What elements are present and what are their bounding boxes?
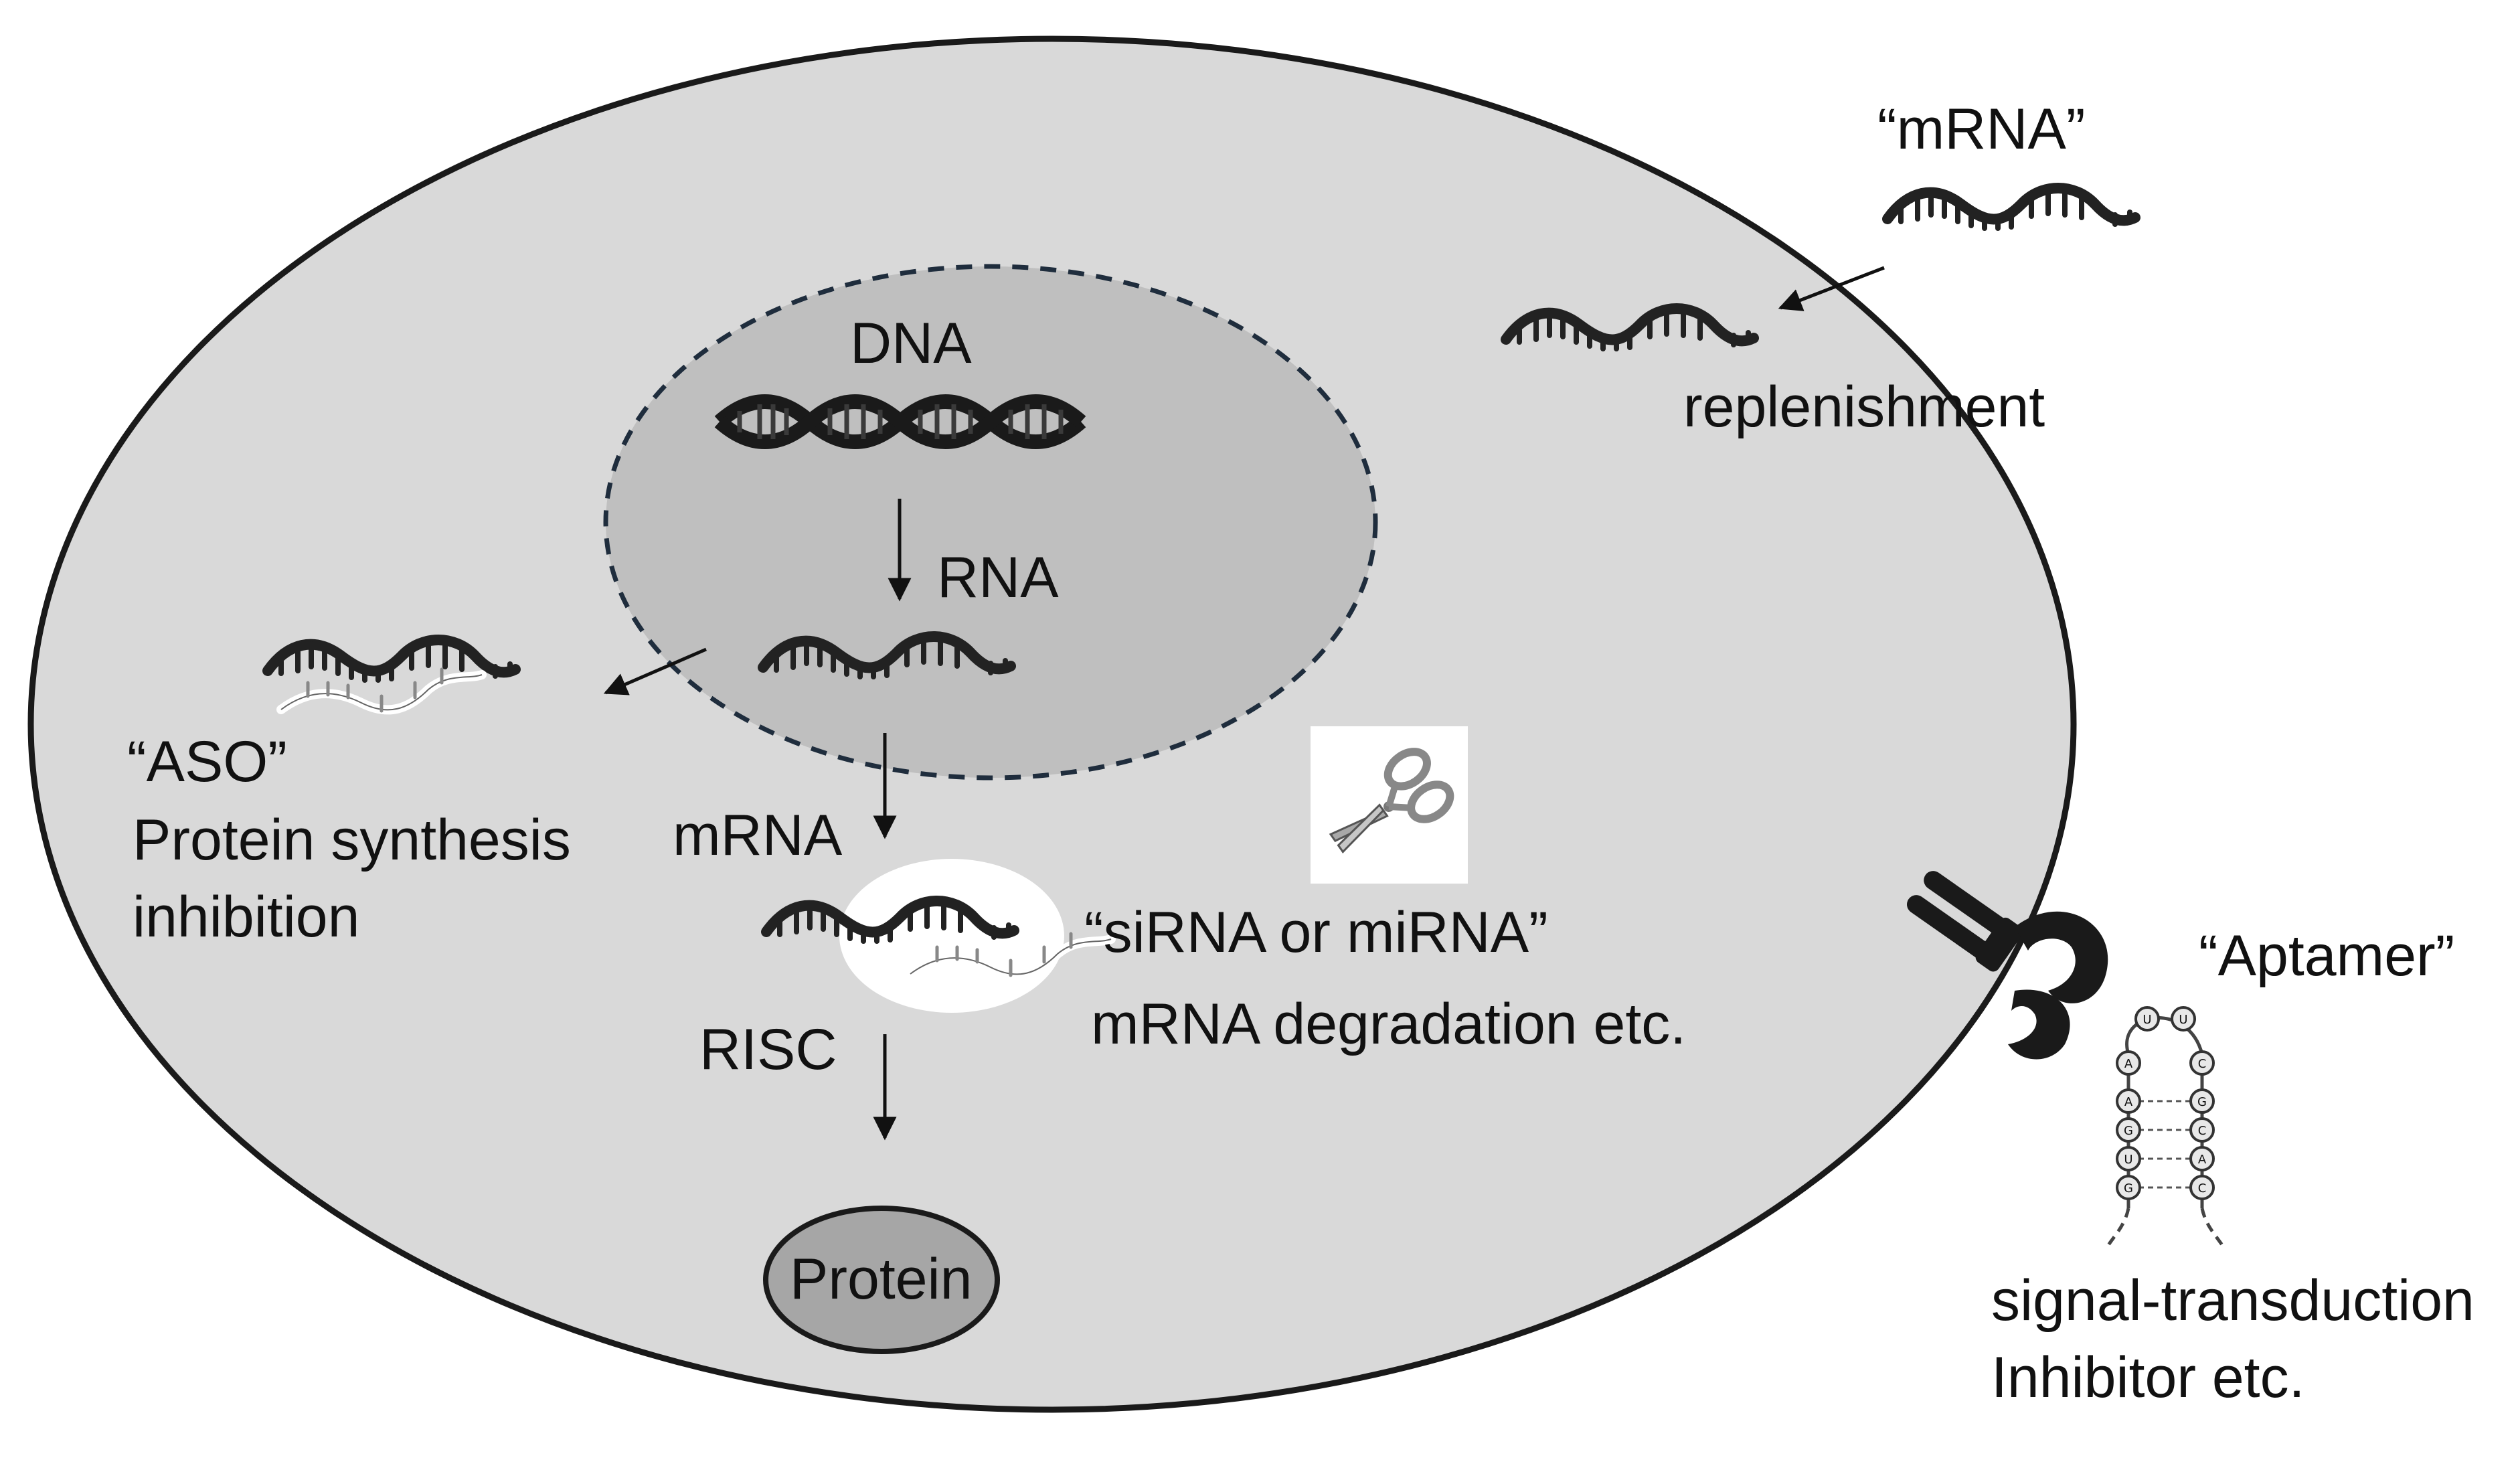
protein-node <box>763 1206 1000 1354</box>
aptamer-base-label: U <box>2179 1013 2187 1027</box>
aptamer-base-label: C <box>2198 1057 2207 1071</box>
aptamer-base-circle <box>2116 1146 2141 1171</box>
aptamer-base-label: A <box>2124 1057 2133 1071</box>
receptor-icon <box>1907 871 2108 1060</box>
nucleus <box>603 264 1378 781</box>
arrow-replenishment <box>1778 266 1885 311</box>
aptamer-description-line-2: Inhibitor etc. <box>1991 1345 2305 1410</box>
aptamer-base-label: C <box>2198 1124 2207 1138</box>
mrna-label: mRNA <box>673 803 843 868</box>
aptamer-base-circle <box>2189 1175 2215 1200</box>
aptamer-base-circle <box>2171 1006 2196 1032</box>
aptamer-base-label: U <box>2124 1153 2132 1167</box>
external-mrna-icon <box>1887 187 2135 228</box>
aptamer-base-circle <box>2116 1175 2141 1200</box>
aptamer-title: “Aptamer” <box>2199 924 2455 988</box>
aptamer-base-circle <box>2116 1117 2141 1143</box>
aptamer-base-circle <box>2189 1117 2215 1143</box>
arrow-rna-to-aso <box>603 647 707 695</box>
external-mrna-label: “mRNA” <box>1877 97 2086 161</box>
replenishment-label: replenishment <box>1683 375 2045 439</box>
aptamer-base-label: A <box>2124 1095 2133 1109</box>
dna-label: DNA <box>850 311 972 376</box>
aptamer-base-circle <box>2116 1088 2141 1114</box>
aptamer-base-label: C <box>2198 1181 2207 1196</box>
protein-label: Protein <box>790 1247 973 1311</box>
aptamer-base-label: G <box>2197 1095 2207 1109</box>
aptamer-base-circle <box>2189 1050 2215 1076</box>
aptamer-base-circle <box>2134 1006 2160 1032</box>
aptamer-base-label: G <box>2124 1124 2133 1138</box>
aptamer-base-label: G <box>2124 1181 2133 1196</box>
scissors-icon <box>1311 726 1468 884</box>
aptamer-base-label: A <box>2198 1153 2207 1167</box>
sirna-title: “siRNA or miRNA” <box>1084 900 1548 965</box>
aso-description-line-1: Protein synthesis <box>133 808 571 872</box>
risc-label: RISC <box>699 1017 837 1082</box>
dna-helix-icon <box>714 394 1086 449</box>
aptamer-base-circle <box>2116 1050 2141 1076</box>
aptamer-description-line-1: signal-transduction <box>1991 1268 2474 1333</box>
aso-title: “ASO” <box>127 730 287 794</box>
aptamer-base-circle <box>2189 1088 2215 1114</box>
aptamer-base-circle <box>2189 1146 2215 1171</box>
sirna-description: mRNA degradation etc. <box>1091 992 1687 1056</box>
rna-label: RNA <box>937 546 1059 610</box>
aptamer-base-label: U <box>2143 1013 2151 1027</box>
aso-description-line-2: inhibition <box>133 885 360 949</box>
